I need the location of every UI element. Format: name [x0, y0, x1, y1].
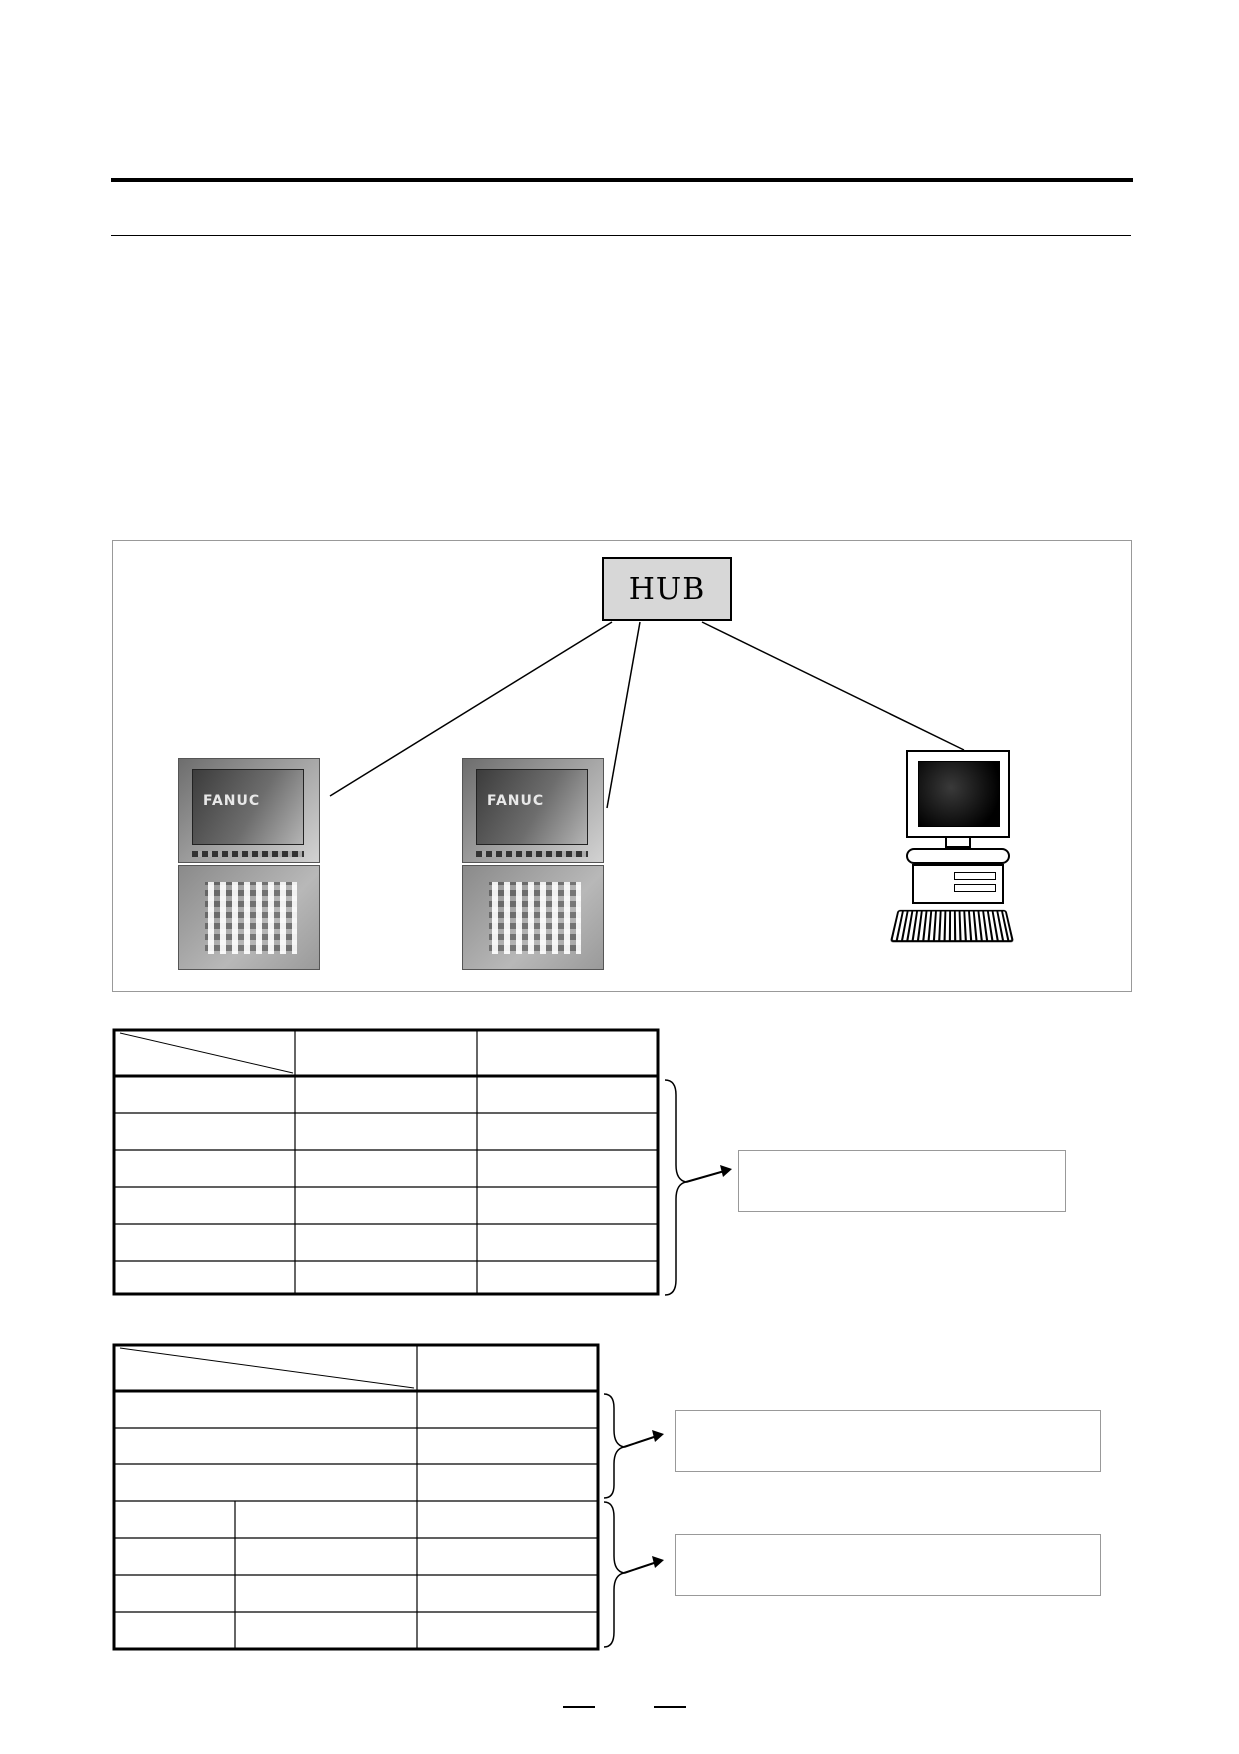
pc-drive-slot [954, 872, 996, 880]
pc-drive-slot [954, 884, 996, 892]
table-1-callout-box [738, 1150, 1066, 1212]
table-2-brace-lower [603, 1501, 625, 1648]
cnc-screen-unit: FANUC [178, 758, 320, 863]
link-hub-to-cnc-left [329, 621, 613, 797]
cnc-brand-label: FANUC [203, 793, 261, 809]
pc-monitor-icon [906, 750, 1010, 838]
link-hub-to-cnc-right [606, 621, 641, 809]
table-2-arrowhead-lower [652, 1556, 664, 1568]
cnc-controller-left: FANUC [178, 758, 320, 970]
table-2-header-diagonal [119, 1347, 415, 1389]
cnc-softkeys [192, 851, 304, 857]
table-1-arrow-line [685, 1169, 729, 1183]
pc-desktop-unit [912, 864, 1004, 904]
hub-label: HUB [628, 571, 706, 607]
cnc-display [192, 769, 304, 845]
cnc-screen-unit: FANUC [462, 758, 604, 863]
table-1-border [112, 1028, 660, 1296]
table-2-callout-box-upper [675, 1410, 1101, 1472]
network-diagram-frame [112, 540, 1132, 992]
footer-page-dash-right [654, 1706, 686, 1708]
table-2-callout-box-lower [675, 1534, 1101, 1596]
table-1-arrowhead [720, 1165, 732, 1177]
cnc-brand-label: FANUC [487, 793, 545, 809]
pc-monitor-screen [918, 761, 1000, 827]
cnc-keypad-unit [462, 865, 604, 970]
table-2-brace-upper [603, 1393, 625, 1499]
header-rule-thin [111, 235, 1131, 236]
header-rule-thick [111, 178, 1133, 182]
table-1-header-diagonal [119, 1032, 294, 1074]
cnc-softkeys [476, 851, 588, 857]
cnc-keypad-grid [489, 882, 581, 954]
cnc-keypad-unit [178, 865, 320, 970]
cnc-controller-right: FANUC [462, 758, 604, 970]
cnc-display [476, 769, 588, 845]
pc-monitor-base [906, 848, 1010, 864]
table-2-arrowhead-upper [652, 1430, 664, 1442]
table-1-brace [664, 1079, 687, 1296]
cnc-keypad-grid [205, 882, 297, 954]
pc-monitor-stand [945, 838, 971, 848]
table-2-border [112, 1343, 600, 1651]
hub-box: HUB [602, 557, 732, 621]
link-hub-to-pc [701, 621, 965, 751]
footer-page-dash-left [563, 1706, 595, 1708]
